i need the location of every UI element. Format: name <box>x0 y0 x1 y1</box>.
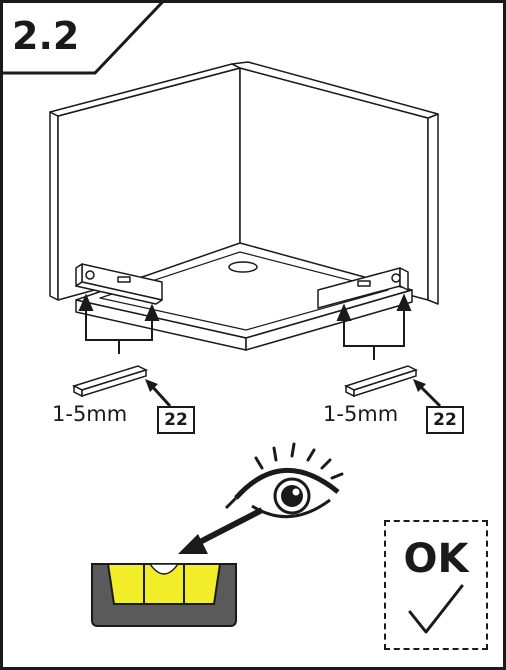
left-spacer-guide <box>78 293 160 354</box>
part-number-right: 22 <box>426 406 464 434</box>
spacer-thickness-left: 1-5mm <box>52 402 128 426</box>
sight-arrow <box>194 507 264 547</box>
step-number: 2.2 <box>12 14 80 58</box>
right-spacer-guide <box>336 293 412 360</box>
part-number-left: 22 <box>157 406 195 434</box>
shower-tray-scene <box>49 61 439 351</box>
spirit-level-icon <box>91 563 237 627</box>
sight-arrow-head <box>178 534 208 554</box>
step-tab <box>1 0 165 75</box>
left-part-pointer-head <box>145 379 158 392</box>
ok-label: OK <box>403 536 469 582</box>
eye-icon <box>224 442 344 519</box>
checkmark-icon <box>408 584 464 634</box>
ok-check-box: OK <box>384 520 488 650</box>
right-part-pointer-head <box>413 379 426 392</box>
left-spacer-shim <box>72 365 148 398</box>
right-spacer-shim <box>344 365 418 398</box>
spacer-thickness-right: 1-5mm <box>323 402 399 426</box>
